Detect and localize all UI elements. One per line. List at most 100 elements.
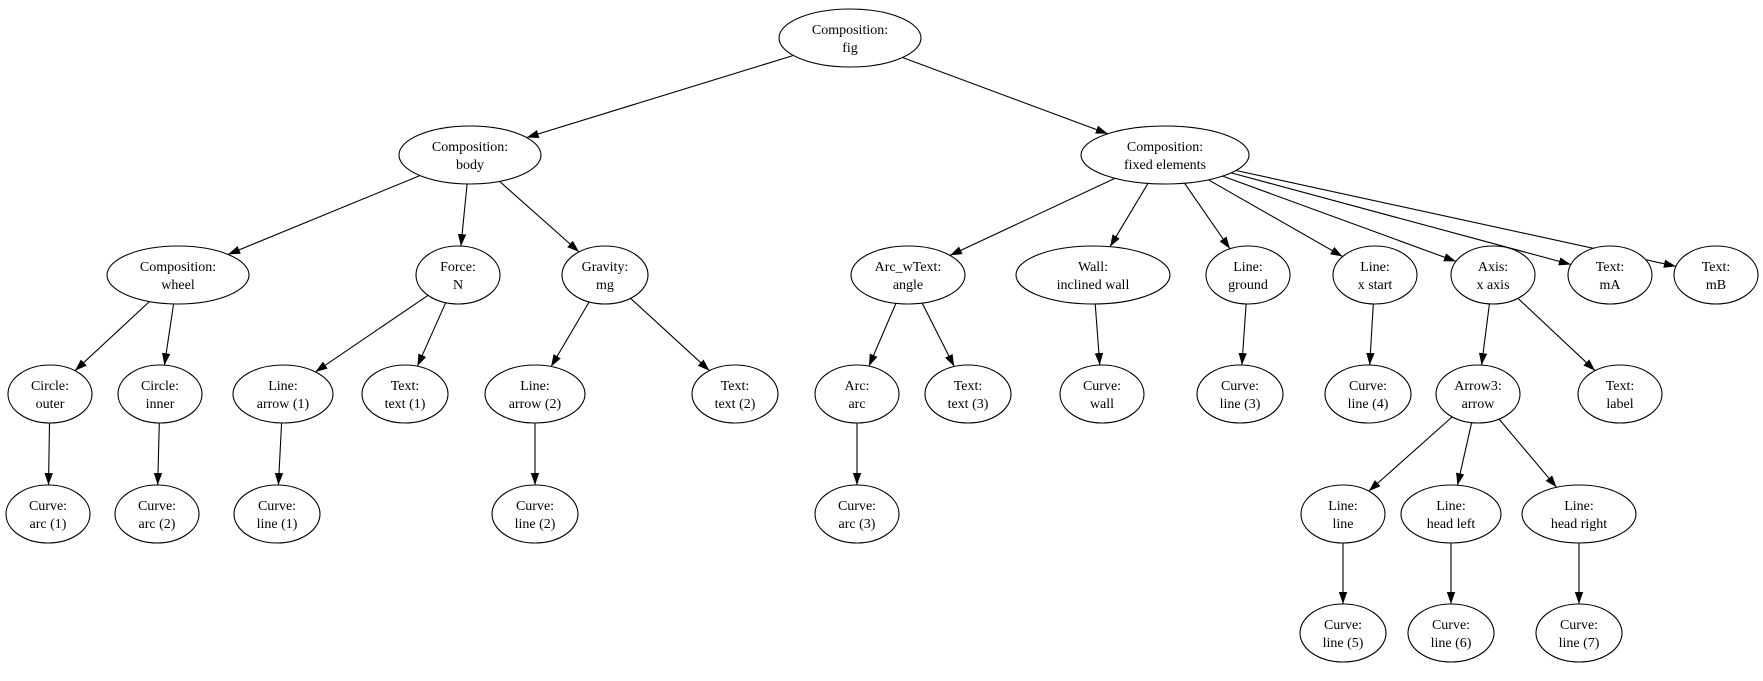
- node-carc2: Curve:arc (2): [114, 484, 200, 544]
- node-label-arrow1: Line:arrow (1): [257, 379, 310, 412]
- edge-fig-fixed: [902, 56, 1108, 135]
- node-ellipse-cline7: [1535, 603, 1623, 663]
- node-label-line1: Arc:: [845, 379, 870, 394]
- node-label-line1: Curve:: [1349, 379, 1387, 394]
- node-label-xstart: Line: x start: [1358, 260, 1393, 293]
- node-label-line1: Line:: [1233, 260, 1263, 275]
- node-label-line1: Line:: [1328, 499, 1358, 514]
- node-label-line1: Line:: [1564, 499, 1594, 514]
- edge-fig-body: [526, 54, 794, 139]
- edge-fixed-wall: [1109, 183, 1149, 247]
- node-label-cline1: Curve:line (1): [257, 499, 298, 532]
- node-cline2: Curve:line (2): [491, 484, 579, 544]
- node-label-line1: Arrow3:: [1454, 379, 1501, 394]
- node-ellipse-mA: [1567, 245, 1653, 305]
- node-label-line2: x start: [1358, 278, 1393, 293]
- node-label-cline4: Curve:line (4): [1348, 379, 1389, 412]
- node-label-line2: mB: [1706, 278, 1726, 293]
- edge-wall-cwall: [1094, 303, 1104, 366]
- node-label-line1: Curve:: [29, 499, 67, 514]
- node-wall: Wall:inclined wall: [1015, 245, 1171, 305]
- node-wheel: Composition:wheel: [106, 245, 250, 305]
- node-label-fig: Composition:fig: [812, 23, 888, 56]
- node-label-line1: Text:: [954, 379, 983, 394]
- node-mB: Text:mB: [1673, 245, 1759, 305]
- node-label-line1: Gravity:: [582, 260, 629, 275]
- node-cline4: Curve:line (4): [1324, 364, 1412, 424]
- edge-axis-labelnode: [1517, 297, 1596, 372]
- node-label-cwall: Curve:wall: [1083, 379, 1121, 412]
- node-ellipse-axis: [1450, 245, 1536, 305]
- node-ellipse-text3: [924, 364, 1012, 424]
- edge-wheel-outer: [74, 301, 150, 372]
- node-label-inner: Circle:inner: [141, 379, 179, 412]
- node-label-mB: Text:mB: [1702, 260, 1731, 293]
- node-label-line1: Circle:: [141, 379, 179, 394]
- node-ellipse-outer: [7, 364, 93, 424]
- node-cline1: Curve:line (1): [233, 484, 321, 544]
- edge-forceN-arrow1: [315, 294, 429, 373]
- node-label-wheel: Composition:wheel: [140, 260, 216, 293]
- node-ellipse-arrow3: [1435, 364, 1521, 424]
- node-label-cline5: Curve:line (5): [1323, 618, 1364, 651]
- node-cline6: Curve:line (6): [1407, 603, 1495, 663]
- edge-arrow3-headright: [1498, 418, 1558, 488]
- node-label-body: Composition:body: [432, 140, 508, 173]
- node-label-line1: Line:: [1360, 260, 1390, 275]
- node-label-line2: line: [1333, 517, 1354, 532]
- node-label-line1: Curve:: [1221, 379, 1259, 394]
- node-fig: Composition:fig: [778, 8, 922, 68]
- node-label-headleft: Line: head left: [1427, 499, 1476, 532]
- node-label-line1: Axis:: [1478, 260, 1508, 275]
- edge-arrow1-cline1: [274, 422, 284, 486]
- node-label-line2: line (6): [1431, 636, 1472, 651]
- node-ellipse-cline1: [233, 484, 321, 544]
- node-label-line2: label: [1606, 397, 1633, 412]
- edge-arrow3-headleft: [1456, 422, 1473, 486]
- node-label-line2: fig: [842, 41, 858, 56]
- node-text1: Text:text (1): [361, 364, 449, 424]
- node-ellipse-arrow2: [484, 364, 586, 424]
- node-label-headright: Line:head right: [1551, 499, 1607, 532]
- node-ellipse-lline: [1300, 484, 1386, 544]
- node-ellipse-inner: [117, 364, 203, 424]
- edge-forceN-text1: [416, 302, 447, 367]
- node-ellipse-text1: [361, 364, 449, 424]
- node-ellipse-fig: [778, 8, 922, 68]
- node-lline: Line: line: [1300, 484, 1386, 544]
- node-label-line1: Curve:: [138, 499, 176, 514]
- node-label-line2: line (7): [1559, 636, 1600, 651]
- node-label-line1: Circle:: [31, 379, 69, 394]
- node-label-line2: wheel: [161, 278, 195, 293]
- node-label-arrow3: Arrow3: arrow: [1454, 379, 1501, 412]
- edge-body-gravity: [499, 180, 580, 253]
- node-label-line2: head left: [1427, 517, 1476, 532]
- node-label-text1: Text:text (1): [385, 379, 426, 412]
- node-cwall: Curve:wall: [1059, 364, 1145, 424]
- node-label-line2: arrow (2): [509, 397, 562, 412]
- edge-arrow3-lline: [1368, 416, 1453, 492]
- node-ellipse-fixed: [1080, 125, 1250, 185]
- node-ellipse-xstart: [1332, 245, 1418, 305]
- node-label-text2: Text:text (2): [715, 379, 756, 412]
- node-label-line2: angle: [893, 278, 923, 293]
- node-arrow2: Line: arrow (2): [484, 364, 586, 424]
- node-mA: Text:mA: [1567, 245, 1653, 305]
- node-label-line1: Line:: [1436, 499, 1466, 514]
- node-label-ground: Line:ground: [1228, 260, 1268, 293]
- node-label-line2: arc: [848, 397, 865, 412]
- node-label-line1: Line:: [520, 379, 550, 394]
- node-label-line2: arrow: [1462, 397, 1496, 412]
- edge-inner-carc2: [153, 422, 163, 486]
- node-label-cline3: Curve:line (3): [1220, 379, 1261, 412]
- node-label-carc2: Curve:arc (2): [138, 499, 176, 532]
- node-carc3: Curve:arc (3): [814, 484, 900, 544]
- node-label-line2: arc (1): [30, 517, 67, 532]
- node-label-arcwtext: Arc_wText:angle: [875, 260, 942, 293]
- node-ellipse-gravity: [561, 245, 649, 305]
- node-label-line1: Text:: [1596, 260, 1625, 275]
- node-cline5: Curve:line (5): [1299, 603, 1387, 663]
- node-cline7: Curve:line (7): [1535, 603, 1623, 663]
- node-label-gravity: Gravity:mg: [582, 260, 629, 293]
